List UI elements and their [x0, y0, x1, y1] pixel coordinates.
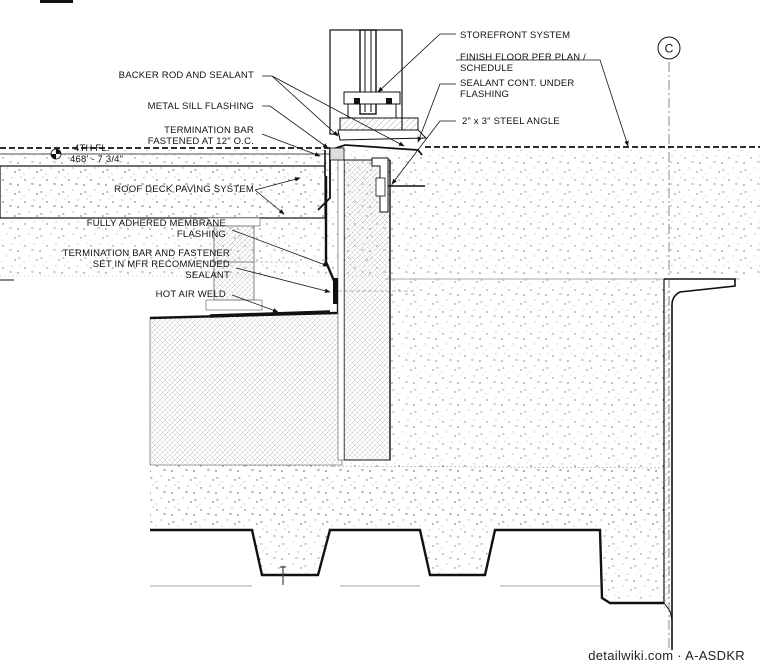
- leader-storefront: [377, 33, 456, 93]
- label-term-bar-1: TERMINATION BAR: [164, 125, 254, 136]
- label-backer-rod: BACKER ROD AND SEALANT: [119, 70, 254, 81]
- label-term-fast-3: SEALANT: [185, 270, 230, 281]
- label-metal-sill: METAL SILL FLASHING: [148, 101, 254, 112]
- steel-angle: [371, 157, 425, 213]
- leader-roof-deck: [254, 189, 285, 215]
- level-marker: 4TH FL. 468' - 7 3/4": [50, 143, 123, 165]
- label-steel-angle: 2" x 3" STEEL ANGLE: [462, 116, 560, 127]
- leader-sealant-cont: [417, 83, 456, 143]
- leader-term-fastener: [235, 267, 331, 293]
- label-finish-floor-2: SCHEDULE: [460, 63, 513, 74]
- leader-backer-rod: [262, 75, 339, 137]
- grid-line-c: C: [657, 36, 681, 650]
- sill-flashing: [317, 144, 423, 211]
- termination-bar-lower: [333, 278, 415, 304]
- grid-bubble: [657, 36, 681, 60]
- label-roof-deck: ROOF DECK PAVING SYSTEM: [114, 184, 254, 195]
- label-term-fast-2: SET IN MFR RECOMMENDED: [93, 259, 230, 270]
- leaders: [231, 33, 629, 313]
- label-term-bar-2: FASTENED AT 12" O.C.: [148, 136, 254, 147]
- label-hot-air: HOT AIR WELD: [156, 289, 226, 300]
- level-elevation: 468' - 7 3/4": [70, 154, 123, 165]
- title-tab-mark: [40, 0, 73, 3]
- finish-floor-line: [0, 146, 760, 281]
- metal-deck-profile: [150, 528, 664, 605]
- leader-backer-rod-2: [271, 75, 405, 147]
- level-name: 4TH FL.: [74, 143, 110, 154]
- grid-bubble-label: C: [665, 42, 674, 56]
- label-term-fast-1: TERMINATION BAR AND FASTENER: [63, 248, 230, 259]
- leader-hot-air: [231, 294, 279, 313]
- label-sealant-cont-2: FLASHING: [460, 89, 509, 100]
- membrane-weld-seam: [209, 310, 331, 318]
- label-membrane-2: FLASHING: [177, 229, 226, 240]
- shear-stud: [280, 566, 286, 585]
- structural-slab: [149, 279, 666, 600]
- annotation-labels: STOREFRONT SYSTEM FINISH FLOOR PER PLAN …: [63, 30, 586, 300]
- leader-metal-sill: [262, 105, 329, 149]
- storefront-mullion: [329, 29, 428, 141]
- label-sealant-cont-1: SEALANT CONT. UNDER: [460, 78, 574, 89]
- label-finish-floor-1: FINISH FLOOR PER PLAN /: [460, 52, 586, 63]
- roof-paving-assembly: [0, 165, 326, 311]
- leader-membrane: [231, 229, 329, 267]
- leader-term-bar: [261, 133, 321, 157]
- leader-finish-floor: [456, 59, 629, 147]
- leader-roof-deck-2: [254, 177, 301, 191]
- leader-steel-angle: [391, 120, 456, 185]
- steel-beam-right: [663, 278, 736, 650]
- label-membrane-1: FULLY ADHERED MEMBRANE: [87, 218, 226, 229]
- watermark: detailwiki.com · A-ASDKR: [588, 648, 745, 663]
- label-storefront: STOREFRONT SYSTEM: [460, 30, 570, 41]
